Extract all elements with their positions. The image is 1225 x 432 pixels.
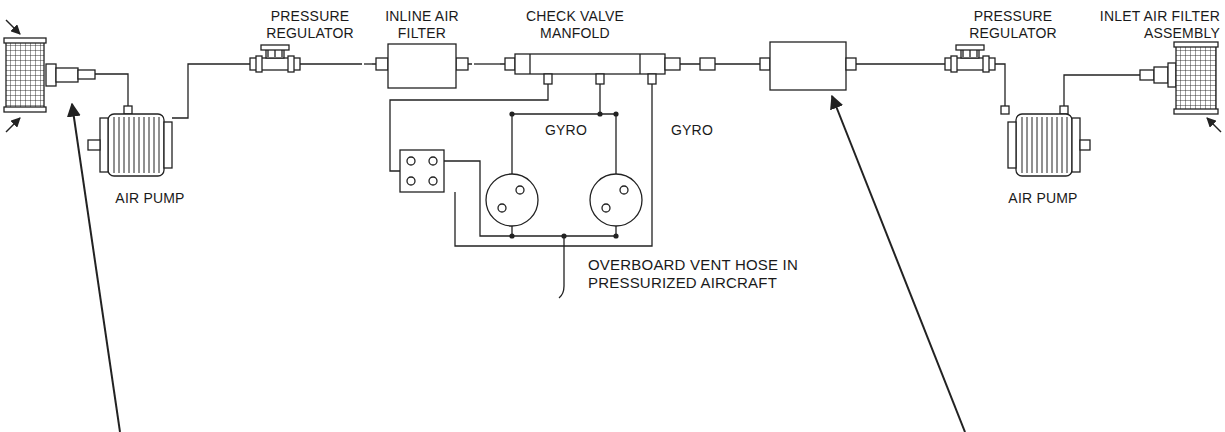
gyro-box: GYRO [590,122,720,228]
distribution-block [400,150,444,192]
inlet-air-filter-assembly-box: INLET AIR FILTER ASSEMBLY [1094,8,1222,116]
component-label: GYRO [542,122,590,139]
vacuum-line [1064,75,1094,98]
hose-junction [509,111,618,238]
component-label: CHECK VALVE MANFOLD [520,8,630,42]
component-label: AIR PUMP [1007,190,1079,207]
vacuum-line [364,63,372,64]
inlet-air-filter [1094,42,1218,114]
gyro-instrument [486,174,642,226]
inline-air-filter-symbol [372,44,472,88]
pressure-regulator-box: PRESSURE REGULATOR [230,8,364,80]
vacuum-line [188,64,230,98]
vacuum-line [1004,80,1005,98]
component-label: PRESSURE REGULATOR [258,8,362,42]
component-label: INLINE AIR FILTER [372,8,472,42]
check-valve-manifold-box: CHECK VALVE MANFOLD [500,8,682,88]
component-label: GYRO [668,122,716,139]
gyro-box: GYRO [484,122,592,228]
pressure-regulator-box: PRESSURE REGULATOR [935,8,1067,80]
check-valve-manifold-symbol [500,54,682,88]
pressure-regulator-symbol [935,45,1005,80]
air-pump-box: AIR PUMP [995,98,1090,214]
inline-air-filter-box: INLINE AIR FILTER [372,8,474,92]
component-label: INLET AIR FILTER ASSEMBLY [1096,8,1220,42]
air-pump-symbol [1001,98,1090,176]
air-pump-box: AIR PUMP [90,98,205,214]
component-label: PRESSURE REGULATOR [961,8,1065,42]
inline-air-filter-symbol [682,42,935,90]
air-pump-symbol [88,98,188,176]
note-label: OVERBOARD VENT HOSE IN PRESSURIZED AIRCR… [588,256,803,292]
pressure-regulator-symbol [230,45,362,72]
inlet-air-filter [4,38,128,112]
airflow-arrow [6,20,1221,432]
component-label: AIR PUMP [110,190,190,207]
vacuum-line [474,63,500,64]
